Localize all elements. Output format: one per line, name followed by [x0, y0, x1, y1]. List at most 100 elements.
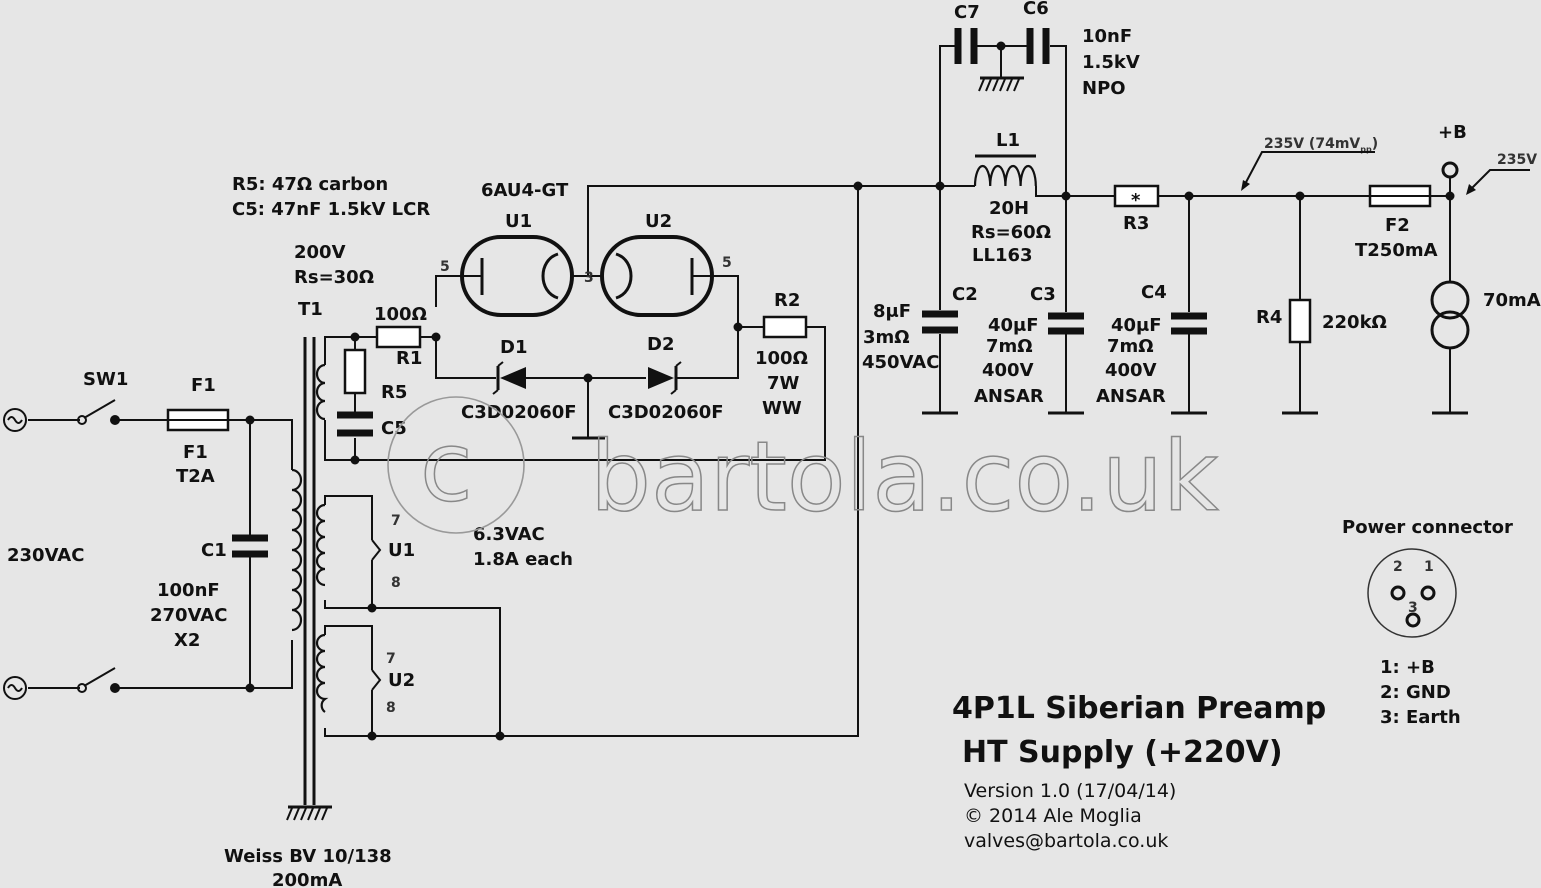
l1-ref: L1 — [996, 130, 1020, 151]
t1-ref: T1 — [298, 299, 323, 320]
heater-pin8b: 8 — [386, 700, 396, 716]
tube-u2-label: U2 — [645, 211, 672, 232]
current-sink-load — [1430, 280, 1470, 415]
c4-esr: 7mΩ — [1107, 336, 1154, 357]
tube-pin-5a: 5 — [440, 259, 450, 275]
heater-u2-label: U2 — [388, 670, 415, 691]
c7c6-voltage: 1.5kV — [1082, 52, 1140, 73]
heater-pin7a: 7 — [391, 513, 401, 529]
ground-c7c6 — [978, 46, 1024, 92]
title-line-1: 4P1L Siberian Preamp — [952, 691, 1326, 726]
fuse-f2 — [1368, 184, 1432, 208]
connector-legend-3: 3: Earth — [1380, 707, 1461, 728]
c3-brand: ANSAR — [974, 386, 1044, 407]
c7c6-value: 10nF — [1082, 26, 1132, 47]
ripple-arrow — [1243, 151, 1375, 187]
tube-u1-label: U1 — [505, 211, 532, 232]
c5-ref: C5 — [381, 418, 407, 439]
t1-secondary-rs: Rs=30Ω — [294, 267, 374, 288]
capacitor-c3 — [1048, 312, 1084, 415]
f1-ref-bottom: F1 — [183, 442, 208, 463]
d2-ref: D2 — [647, 334, 674, 355]
watermark: c bartola.co.uk — [387, 396, 1220, 534]
f2-rating: T250mA — [1355, 240, 1438, 261]
connector-legend-2: 2: GND — [1380, 682, 1451, 703]
output-voltage-node: 235V — [1497, 152, 1537, 168]
resistor-r3 — [1113, 184, 1160, 208]
tube-pin-3: 3 — [584, 270, 594, 286]
heater-u1-label: U1 — [388, 540, 415, 561]
capacitor-c2 — [922, 310, 958, 415]
heater-pin8a: 8 — [391, 575, 401, 591]
c4-brand: ANSAR — [1096, 386, 1166, 407]
watermark-text: bartola.co.uk — [590, 421, 1219, 533]
heater-wiper-u1 — [371, 539, 382, 561]
f1-rating: T2A — [176, 466, 215, 487]
c4-voltage: 400V — [1105, 360, 1157, 381]
t1-current: 200mA — [272, 870, 342, 888]
tube-type: 6AU4-GT — [481, 180, 569, 201]
c3-esr: 7mΩ — [986, 336, 1033, 357]
d1-part: C3D02060F — [461, 402, 577, 423]
r2-type: WW — [762, 398, 802, 419]
capacitor-c6 — [1026, 28, 1050, 64]
connector-pin-2: 2 — [1393, 559, 1403, 575]
r3-ref: R3 — [1123, 213, 1149, 234]
capacitor-c1 — [232, 534, 268, 558]
l1-part: LL163 — [972, 245, 1033, 266]
inductor-l1 — [973, 154, 1037, 187]
resistor-r2 — [762, 315, 808, 339]
c2-ref: C2 — [952, 284, 978, 305]
load-current: 70mA — [1483, 290, 1541, 311]
l1-rs: Rs=60Ω — [971, 222, 1051, 243]
ground-t1-core — [286, 805, 332, 821]
l1-value: 20H — [989, 198, 1029, 219]
heater-current: 1.8A each — [473, 549, 573, 570]
c7c6-type: NPO — [1082, 78, 1126, 99]
c6-ref: C6 — [1023, 0, 1049, 19]
r1-value: 100Ω — [374, 304, 427, 325]
r3-mark: * — [1131, 190, 1141, 211]
connector-title: Power connector — [1342, 517, 1513, 538]
c2-value: 8μF — [873, 301, 911, 322]
ac-source-bottom — [3, 676, 27, 700]
f2-ref: F2 — [1385, 215, 1410, 236]
d2-part: C3D02060F — [608, 402, 724, 423]
ac-source-top — [3, 408, 27, 432]
d1-ref: D1 — [500, 337, 527, 358]
r2-ref: R2 — [774, 290, 800, 311]
capacitor-c7 — [954, 28, 978, 64]
r5-ref: R5 — [381, 382, 407, 403]
resistor-r5 — [343, 348, 367, 395]
c2-voltage: 450VAC — [862, 352, 939, 373]
copyright-text: © 2014 Ale Moglia — [964, 805, 1142, 827]
heater-pin7b: 7 — [386, 651, 396, 667]
c1-ref: C1 — [201, 540, 227, 561]
output-terminal — [1441, 161, 1459, 179]
power-connector — [1367, 548, 1457, 638]
r5c5-note-1: R5: 47Ω carbon — [232, 174, 388, 195]
title-line-2: HT Supply (+220V) — [962, 735, 1283, 770]
t1-model: Weiss BV 10/138 — [224, 846, 392, 867]
tube-u2 — [588, 235, 714, 317]
switch-sw1 — [77, 399, 120, 693]
c1-value: 100nF — [157, 580, 220, 601]
c3-voltage: 400V — [982, 360, 1034, 381]
junction-dots — [245, 41, 1455, 741]
heater-wiper-u2 — [371, 669, 382, 691]
heater-voltage: 6.3VAC — [473, 524, 545, 545]
c1-voltage: 270VAC — [150, 605, 227, 626]
output-voltage-arrow — [1467, 169, 1530, 193]
resistor-r4 — [1282, 298, 1318, 415]
connector-pin-1: 1 — [1424, 559, 1434, 575]
c4-ref: C4 — [1141, 282, 1167, 303]
t1-secondary-voltage: 200V — [294, 242, 346, 263]
c7-ref: C7 — [954, 2, 980, 23]
transformer-t1 — [291, 337, 329, 805]
f1-ref-top: F1 — [191, 375, 216, 396]
r2-value: 100Ω — [755, 348, 808, 369]
r4-value: 220kΩ — [1322, 312, 1387, 333]
resistor-r1 — [375, 325, 422, 349]
tube-u1 — [460, 235, 588, 317]
